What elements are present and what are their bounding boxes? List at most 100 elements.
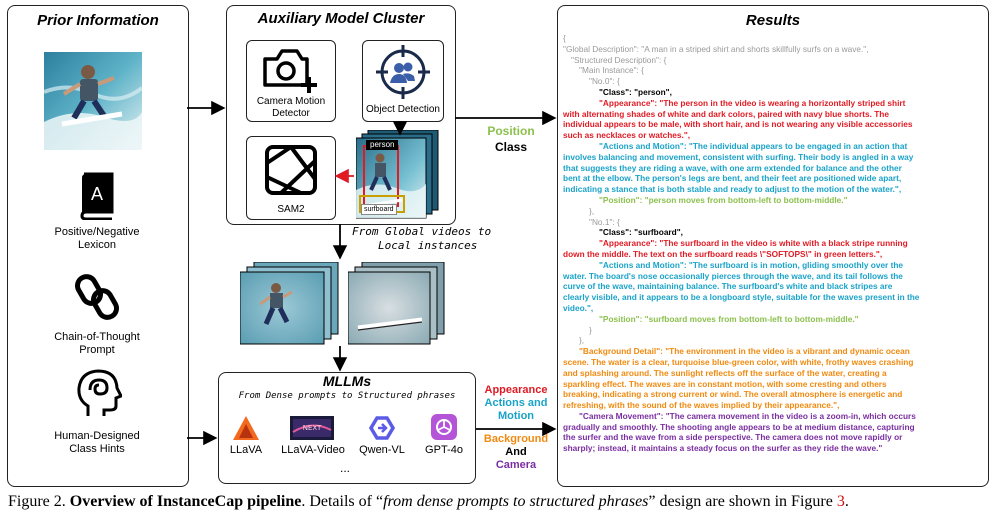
results-line: },	[579, 335, 585, 346]
chain-of-thought-label: Chain-of-Thought Prompt	[54, 331, 140, 356]
sam2-box: SAM2	[246, 136, 336, 220]
global-to-local-label: From Global videos to Local instances	[352, 225, 491, 253]
results-title: Results	[745, 12, 801, 29]
position-class-label: Position Class	[466, 124, 556, 154]
object-detection-label: Object Detection	[366, 104, 440, 115]
gpt-4o-label: GPT-4o	[425, 444, 463, 456]
local-instance-frames-person	[239, 261, 340, 346]
person-detection-tag: person	[366, 140, 399, 150]
qwen-vl-model: Qwen-VL	[352, 414, 412, 458]
target-people-icon	[376, 45, 430, 99]
caption-figure-ref[interactable]: 3	[836, 493, 845, 510]
lexicon-label: Positive/Negative Lexicon	[54, 226, 140, 251]
background-label: Background	[483, 433, 549, 445]
mllms-title: MLLMs	[322, 373, 372, 389]
results-line: "Main Instance": {	[579, 65, 644, 76]
local-instance-frames-surfboard	[347, 261, 446, 346]
human-head-icon	[74, 368, 124, 418]
results-panel: Results	[557, 5, 989, 487]
results-line: scene. The water is a clear, turquoise b…	[563, 356, 914, 367]
llava-model: LLaVA	[224, 414, 268, 458]
results-line: "Actions and Motion": "The individual ap…	[599, 140, 908, 151]
results-line: with alternating shades of white and dar…	[563, 108, 889, 119]
results-line: clearly visible, and it appears to be a …	[563, 292, 920, 303]
results-line: individual appears to be male, with shor…	[563, 119, 913, 130]
surfboard-detection-tag: surfboard	[361, 204, 397, 215]
sam2-logo-icon	[265, 145, 317, 195]
results-line: "No.1": {	[589, 216, 620, 227]
llava-video-logo-icon: NEXT	[290, 416, 334, 440]
results-line: involves balancing and movement, consist…	[563, 151, 914, 162]
results-line: sparkling effect. The waves are in const…	[563, 378, 887, 389]
camera-label: Camera	[495, 459, 537, 471]
llava-logo-icon	[233, 416, 259, 440]
caption-end: .	[844, 493, 849, 510]
llava-video-label: LLaVA-Video	[281, 444, 345, 456]
class-hints-label: Human-Designed Class Hints	[54, 430, 140, 455]
results-line: "Class": "surfboard",	[599, 227, 683, 238]
svg-text:NEXT: NEXT	[303, 424, 322, 432]
and-label: And	[505, 446, 527, 458]
figure-caption: Figure 2. Overview of InstanceCap pipeli…	[8, 493, 849, 511]
results-line: that suggests they are riding a wave, wi…	[563, 162, 902, 173]
results-line: gradually and smoothly. The shooting ang…	[563, 421, 915, 432]
results-line: "Appearance": "The person in the video i…	[599, 97, 906, 108]
class-label: Class	[494, 140, 528, 154]
background-camera-label: Background And Camera	[476, 433, 556, 472]
results-line: indicating a stance that is both stable …	[563, 184, 902, 195]
mllms-subtitle: From Dense prompts to Structured phrases	[238, 391, 456, 401]
object-detection-box: Object Detection	[362, 40, 444, 122]
global-to-local-line-2: Local instances	[378, 239, 478, 252]
motion-label: Motion	[497, 410, 535, 422]
sam2-label: SAM2	[277, 204, 305, 215]
caption-mid2: ” design are shown in Figure	[648, 493, 837, 510]
results-line: "Appearance": "The surfboard in the vide…	[599, 238, 908, 249]
results-line: "Class": "person",	[599, 86, 672, 97]
more-models-ellipsis: ...	[339, 461, 350, 475]
results-line: breaking, indicating a strong current or…	[563, 389, 903, 400]
results-line: "Structured Description": {	[571, 54, 667, 65]
results-line: "Actions and Motion": "The surfboard is …	[599, 259, 904, 270]
results-line: such as necklaces or watches.",	[563, 130, 691, 141]
actions-label: Actions and	[484, 397, 548, 409]
llava-video-model: NEXT LLaVA-Video	[278, 414, 348, 458]
results-line: "Position": "person moves from bottom-le…	[599, 194, 848, 205]
llava-label: LLaVA	[229, 444, 263, 456]
results-json-text: {"Global Description": "A man in a strip…	[563, 33, 983, 454]
results-line: video.",	[563, 302, 594, 313]
gpt-4o-model: GPT-4o	[418, 414, 470, 458]
results-line: "Global Description": "A man in a stripe…	[563, 43, 869, 54]
results-line: bent at the elbow. The person's legs are…	[563, 173, 902, 184]
results-line: down the middle. The text on the surfboa…	[563, 248, 883, 259]
results-line: the surfer and the wave from a side pers…	[563, 432, 903, 443]
results-line: curve of the wave, maintaining balance. …	[563, 281, 893, 292]
lexicon-book-icon: A	[76, 172, 118, 221]
results-line: water. The board's nose occasionally pie…	[563, 270, 903, 281]
results-line: "Background Detail": "The environment in…	[579, 346, 910, 357]
results-line: "Position": "surfboard moves from bottom…	[599, 313, 859, 324]
openai-logo-icon	[431, 414, 457, 440]
camera-motion-detector-label: Camera Motion Detector	[256, 96, 326, 119]
prior-information-title: Prior Information	[37, 12, 159, 29]
results-line: }	[589, 324, 592, 335]
caption-mid: . Details of “	[301, 493, 384, 510]
auxiliary-model-cluster-title: Auxiliary Model Cluster	[257, 10, 425, 27]
appearance-label: Appearance	[484, 384, 548, 396]
results-line: sharply; instead, it maintains a steady …	[563, 443, 883, 454]
chain-of-thought-chain-icon	[74, 272, 120, 322]
results-line: "No.0": {	[589, 76, 620, 87]
position-label: Position	[487, 124, 535, 138]
global-to-local-line-1: From Global videos to	[352, 225, 492, 238]
results-line: {	[563, 33, 566, 43]
appearance-actions-label: Appearance Actions and Motion	[476, 384, 556, 423]
caption-bold: Overview of InstanceCap pipeline	[69, 493, 302, 510]
camera-motion-detector-box: Camera Motion Detector	[246, 40, 336, 122]
results-line: refreshing, with the sound of the waves …	[563, 400, 840, 411]
results-line: and splashing around. The sunlight refle…	[563, 367, 887, 378]
qwen-logo-icon	[369, 416, 395, 440]
svg-text:A: A	[91, 184, 103, 204]
camera-plus-icon	[263, 49, 317, 93]
prior-video-thumbnail	[43, 52, 144, 150]
caption-prefix: Figure 2.	[8, 493, 66, 510]
